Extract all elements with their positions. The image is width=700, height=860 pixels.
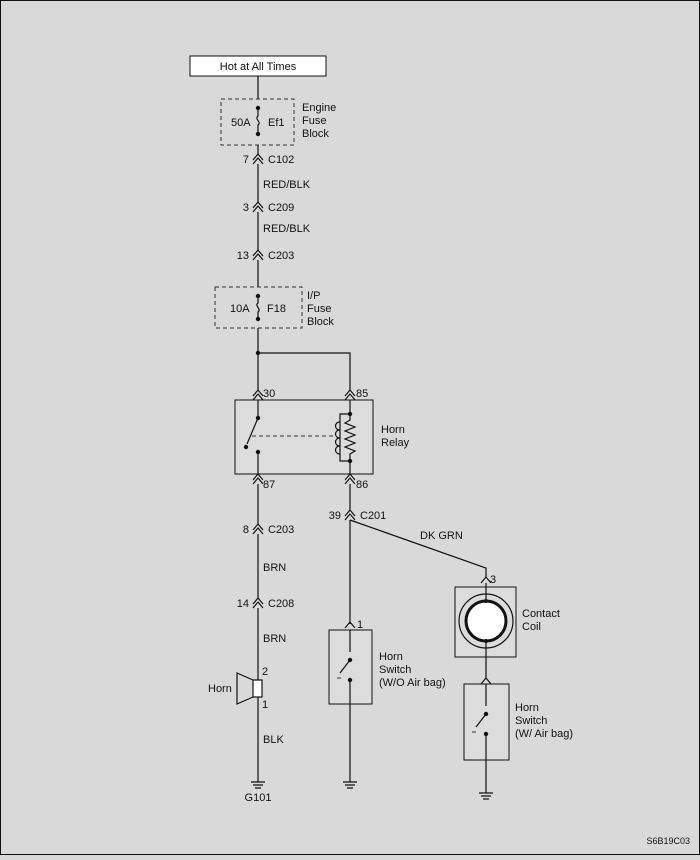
switch-w-airbag-connector [480, 677, 492, 685]
horn-label: Horn [208, 683, 232, 695]
ground-icon-g101 [251, 781, 265, 789]
relay-pin-30-label: 30 [263, 388, 275, 400]
ip-fuse-rating: 10A [230, 303, 250, 315]
wire-label-brn-2: BRN [263, 633, 286, 645]
horn-pin-bottom: 1 [262, 699, 268, 711]
connector-c203-bottom-symbol [252, 523, 264, 535]
connector-c203-top-pin: 13 [237, 250, 249, 262]
relay-pin-30-connector [252, 389, 264, 401]
switch-w-airbag-label-3: (W/ Air bag) [515, 728, 573, 740]
horn-body [252, 679, 263, 698]
contact-coil-label-2: Coil [522, 621, 541, 633]
relay-pin-87-label: 87 [263, 479, 275, 491]
relay-coil-winding [334, 421, 341, 455]
relay-pin-86-label: 86 [356, 479, 368, 491]
switch-wo-airbag-label-3: (W/O Air bag) [379, 677, 446, 689]
contact-coil-terminal-bottom [484, 639, 488, 643]
switch-wo-airbag-pin: 1 [357, 619, 363, 631]
relay-switch-arm [246, 417, 259, 445]
contact-coil-inner-ring [464, 599, 508, 643]
horn-relay-label-1: Horn [381, 424, 405, 436]
connector-c201-symbol [344, 509, 356, 521]
engine-fuse-block-label-2: Fuse [302, 115, 326, 127]
wire-label-blk: BLK [263, 734, 284, 746]
engine-fuse-block-label-1: Engine [302, 102, 336, 114]
switch-wo-airbag-label-2: Switch [379, 664, 411, 676]
ip-fuse-id: F18 [267, 303, 286, 315]
wire-label-dk-grn: DK GRN [420, 530, 463, 542]
horn-relay-box [234, 399, 374, 475]
switch-w-airbag-arm [475, 713, 487, 728]
fuse-terminal-bottom [255, 131, 261, 137]
connector-c102-pin: 7 [243, 154, 249, 166]
horn-pin-top: 2 [262, 666, 268, 678]
switch-wo-airbag-label-1: Horn [379, 651, 403, 663]
wire-label-red-blk-1: RED/BLK [263, 179, 311, 191]
ip-fuse-block-label-2: Fuse [307, 303, 331, 315]
contact-coil-label-1: Contact [522, 608, 560, 620]
ground-label: G101 [245, 792, 272, 804]
relay-pin-85-connector [344, 389, 356, 401]
ip-fuse-block-label-3: Block [307, 316, 334, 328]
relay-pin-85-label: 85 [356, 388, 368, 400]
connector-c203-top-symbol [252, 249, 264, 261]
connector-c102-symbol [252, 153, 264, 165]
switch-wo-airbag-connector [344, 621, 356, 629]
connector-c208-symbol [252, 597, 264, 609]
horn-cone [236, 672, 254, 705]
connector-c203-top-name: C203 [268, 250, 294, 262]
wire-dk-grn [349, 519, 487, 577]
wire-to-pin-85 [258, 352, 351, 390]
relay-switch-pivot [243, 444, 249, 450]
engine-fuse-id: Ef1 [268, 117, 285, 129]
connector-c209-pin: 3 [243, 202, 249, 214]
switch-wo-airbag-arm [339, 659, 351, 674]
connector-c209-symbol [252, 201, 264, 213]
ground-icon-switch-w-airbag [479, 792, 493, 800]
connector-c209-name: C209 [268, 202, 294, 214]
relay-coil-resistor [343, 414, 357, 461]
engine-fuse-block-label-3: Block [302, 128, 329, 140]
ip-fuse-element [256, 296, 260, 319]
engine-fuse-rating: 50A [231, 117, 251, 129]
ground-icon-switch-wo-airbag [343, 781, 357, 789]
ip-fuse-terminal-bottom [255, 316, 261, 322]
horn-relay-label-2: Relay [381, 437, 410, 449]
connector-c203-bottom-pin: 8 [243, 524, 249, 536]
ip-fuse-block-label-1: I/P [307, 290, 320, 302]
connector-c102-name: C102 [268, 154, 294, 166]
connector-c208-name: C208 [268, 598, 294, 610]
switch-w-airbag-label-2: Switch [515, 715, 547, 727]
connector-c208-pin: 14 [237, 598, 249, 610]
relay-pin-86-connector [344, 473, 356, 485]
connector-c203-bottom-name: C203 [268, 524, 294, 536]
figure-code: S6B19C03 [646, 836, 690, 846]
connector-c201-name: C201 [360, 510, 386, 522]
contact-coil-pin: 3 [490, 574, 496, 586]
switch-w-airbag-label-1: Horn [515, 702, 539, 714]
wire-label-red-blk-2: RED/BLK [263, 223, 311, 235]
connector-c201-pin: 39 [329, 510, 341, 522]
contact-coil-connector [480, 576, 492, 584]
power-source-label: Hot at All Times [220, 61, 297, 73]
wire-label-brn-1: BRN [263, 562, 286, 574]
engine-fuse-element [256, 108, 260, 134]
relay-pin-87-connector [252, 473, 264, 485]
contact-coil-terminal-top [484, 599, 488, 603]
